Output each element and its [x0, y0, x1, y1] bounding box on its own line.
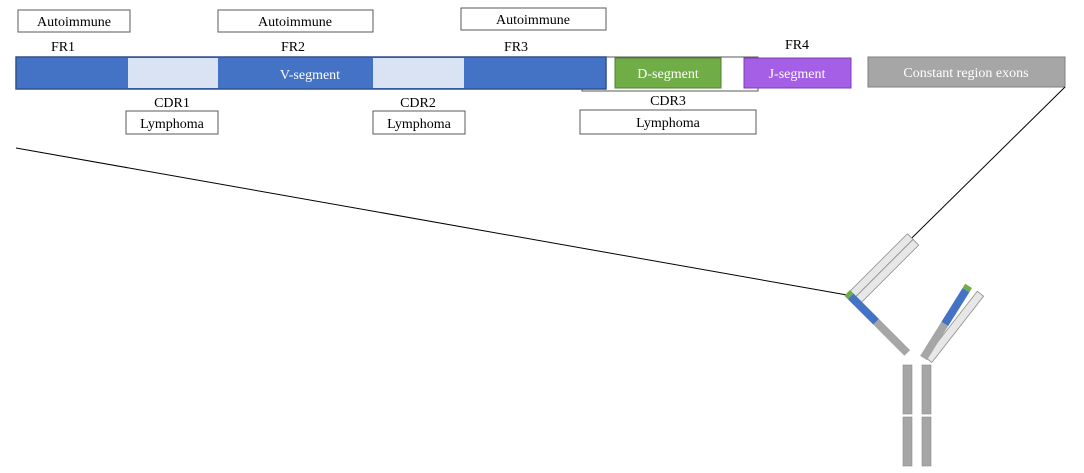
autoimmune-box-3: Autoimmune — [460, 7, 607, 31]
cdr1-region — [128, 58, 218, 88]
j-segment-box: J-segment — [743, 57, 852, 89]
v-segment-label: V-segment — [280, 68, 340, 83]
d-segment-box: D-segment — [614, 57, 722, 89]
autoimmune-box-2: Autoimmune — [217, 9, 374, 33]
autoimmune-label-2: Autoimmune — [258, 15, 332, 30]
cdr1-label: CDR1 — [154, 96, 190, 111]
fr3-label: FR3 — [504, 40, 528, 55]
zoom-line-left — [15, 147, 848, 296]
lymphoma-box-1: Lymphoma — [125, 110, 219, 135]
cdr2-label: CDR2 — [400, 96, 436, 111]
fr4-label: FR4 — [785, 38, 809, 53]
fc-stem-right-lower — [921, 416, 932, 467]
fr2-label: FR2 — [281, 40, 305, 55]
fc-stem-left-upper — [902, 364, 913, 415]
right-arm-heavy-chain — [920, 283, 972, 361]
lymphoma-box-2: Lymphoma — [372, 110, 466, 135]
cdr3-label: CDR3 — [650, 94, 686, 109]
v-segment-bar: V-segment — [15, 56, 607, 90]
autoimmune-box-1: Autoimmune — [17, 9, 131, 33]
antibody-icon — [844, 233, 985, 467]
constant-region-label: Constant region exons — [903, 66, 1028, 81]
fr1-label: FR1 — [51, 40, 75, 55]
j-segment-label: J-segment — [769, 67, 826, 82]
fc-stem-left-lower — [902, 416, 913, 467]
autoimmune-label-1: Autoimmune — [37, 15, 111, 30]
constant-region-box: Constant region exons — [867, 56, 1066, 88]
fc-stem-right-upper — [921, 364, 932, 415]
left-arm-heavy-chain — [844, 290, 911, 356]
lymphoma-label-3: Lymphoma — [636, 116, 701, 131]
lymphoma-label-2: Lymphoma — [387, 117, 452, 132]
cdr2-region — [373, 58, 464, 88]
lymphoma-label-1: Lymphoma — [140, 117, 205, 132]
lymphoma-box-3: Lymphoma — [579, 109, 757, 135]
autoimmune-label-3: Autoimmune — [496, 13, 570, 28]
d-segment-label: D-segment — [637, 67, 699, 82]
